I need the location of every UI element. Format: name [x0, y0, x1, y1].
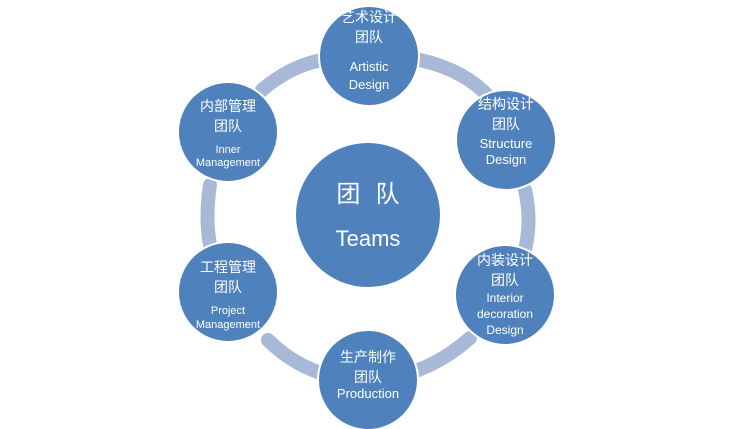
node-inner-zh-0: 内部管理	[200, 99, 256, 115]
node-structure-zh-1: 团队	[492, 117, 520, 133]
node-project-circle	[177, 241, 279, 343]
node-inner-circle	[177, 81, 279, 183]
outer-nodes: 艺术设计团队ArtisticDesign结构设计团队StructureDesig…	[177, 5, 557, 429]
node-artistic-zh-0: 艺术设计	[341, 10, 397, 26]
node-structure-circle	[455, 89, 557, 191]
connector-structure-interior	[518, 183, 536, 257]
node-interior-zh-1: 团队	[491, 273, 519, 289]
connector-interior-production	[411, 331, 477, 377]
node-interior-en-1: decoration	[477, 307, 533, 321]
node-inner-en-0: Inner	[215, 144, 240, 156]
node-production-zh-0: 生产制作	[340, 350, 396, 366]
node-project-en-1: Management	[196, 319, 260, 331]
node-structure-en-0: Structure	[480, 136, 533, 151]
connector-project-inner	[200, 178, 217, 252]
connector-inner-artistic	[255, 53, 329, 97]
node-interior-en-2: Design	[486, 323, 523, 337]
node-interior-zh-0: 内装设计	[477, 253, 533, 269]
connector-ring	[200, 53, 536, 379]
center-title-en: Teams	[336, 226, 401, 251]
node-project-zh-1: 团队	[214, 280, 242, 296]
connector-production-project	[261, 333, 325, 379]
center-circle	[294, 141, 442, 289]
node-inner-en-1: Management	[196, 157, 260, 169]
node-artistic-en-1: Design	[349, 77, 389, 92]
node-production-zh-1: 团队	[354, 370, 382, 386]
node-project-zh-0: 工程管理	[200, 260, 256, 276]
connector-artistic-structure	[413, 53, 497, 105]
node-production-circle	[317, 329, 419, 429]
node-artistic-circle	[318, 5, 420, 107]
node-artistic-zh-1: 团队	[355, 30, 383, 46]
node-structure-en-1: Design	[486, 152, 526, 167]
node-artistic-en-0: Artistic	[350, 59, 390, 74]
center-title-zh: 团 队	[336, 180, 399, 208]
node-production-en-0: Production	[337, 386, 399, 401]
node-interior-en-0: Interior	[486, 291, 523, 305]
center-node: 团 队 Teams	[294, 141, 442, 289]
node-project-en-0: Project	[211, 305, 245, 317]
node-inner-zh-1: 团队	[214, 119, 242, 135]
node-structure-zh-0: 结构设计	[478, 97, 534, 113]
node-interior-circle	[454, 244, 556, 346]
